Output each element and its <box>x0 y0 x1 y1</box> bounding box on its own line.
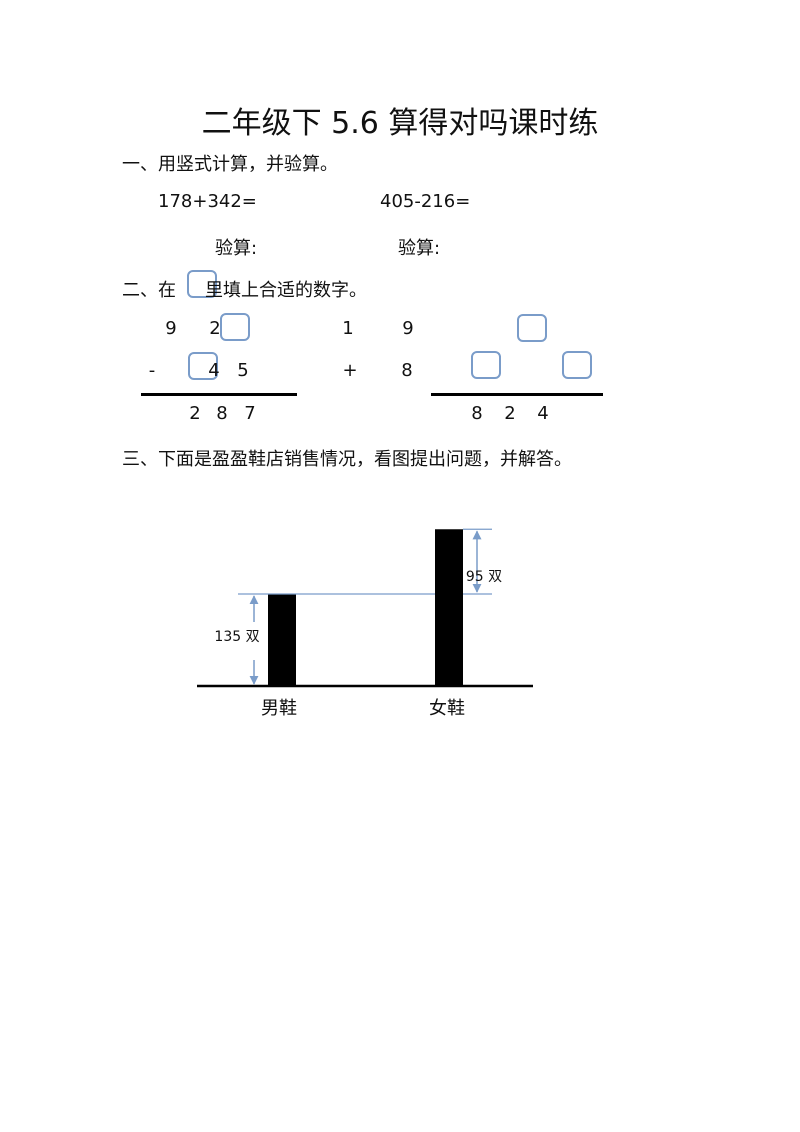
annotation-label: 95 双 <box>466 569 502 585</box>
sub-result-digit: 8 <box>216 403 228 424</box>
section1-heading: 一、用竖式计算，并验算。 <box>122 154 338 175</box>
sub-divider <box>141 393 297 396</box>
add-result-digit: 2 <box>504 403 516 424</box>
add-answer-box[interactable] <box>471 351 501 379</box>
minus-sign: - <box>148 360 156 381</box>
section2-heading-b: 里填上合适的数字。 <box>205 280 367 301</box>
sub-result-digit: 7 <box>244 403 256 424</box>
equation-1: 178+342= <box>158 191 257 212</box>
answer-box-legend <box>187 270 217 298</box>
add-result-digit: 4 <box>537 403 549 424</box>
plus-sign: + <box>342 360 358 381</box>
sub-answer-box[interactable] <box>220 313 250 341</box>
add-answer-box[interactable] <box>562 351 592 379</box>
sub-digit: 5 <box>237 360 249 381</box>
annotation-label: 135 双 <box>214 629 259 645</box>
section2-heading-a: 二、在 <box>122 280 176 301</box>
sub-answer-box[interactable] <box>188 352 218 380</box>
page-title: 二年级下 5.6 算得对吗课时练 <box>201 106 599 141</box>
bar-2 <box>435 529 463 686</box>
bar-1 <box>268 594 296 686</box>
sub-digit: 9 <box>165 318 177 339</box>
sub-result-digit: 2 <box>189 403 201 424</box>
category-label: 男鞋 <box>261 698 297 719</box>
equation-2: 405-216= <box>380 191 471 212</box>
sub-digit: 2 <box>209 318 221 339</box>
add-result-digit: 8 <box>471 403 483 424</box>
check-label-2: 验算: <box>398 238 441 259</box>
check-label-1: 验算: <box>215 238 258 259</box>
add-digit: 8 <box>401 360 413 381</box>
category-label: 女鞋 <box>429 698 465 719</box>
add-digit: 9 <box>402 318 414 339</box>
add-digit: 1 <box>342 318 354 339</box>
section3-heading: 三、下面是盈盈鞋店销售情况，看图提出问题，并解答。 <box>122 449 572 470</box>
sub-digit: 4 <box>208 360 220 381</box>
add-divider <box>431 393 603 396</box>
add-answer-box[interactable] <box>517 314 547 342</box>
